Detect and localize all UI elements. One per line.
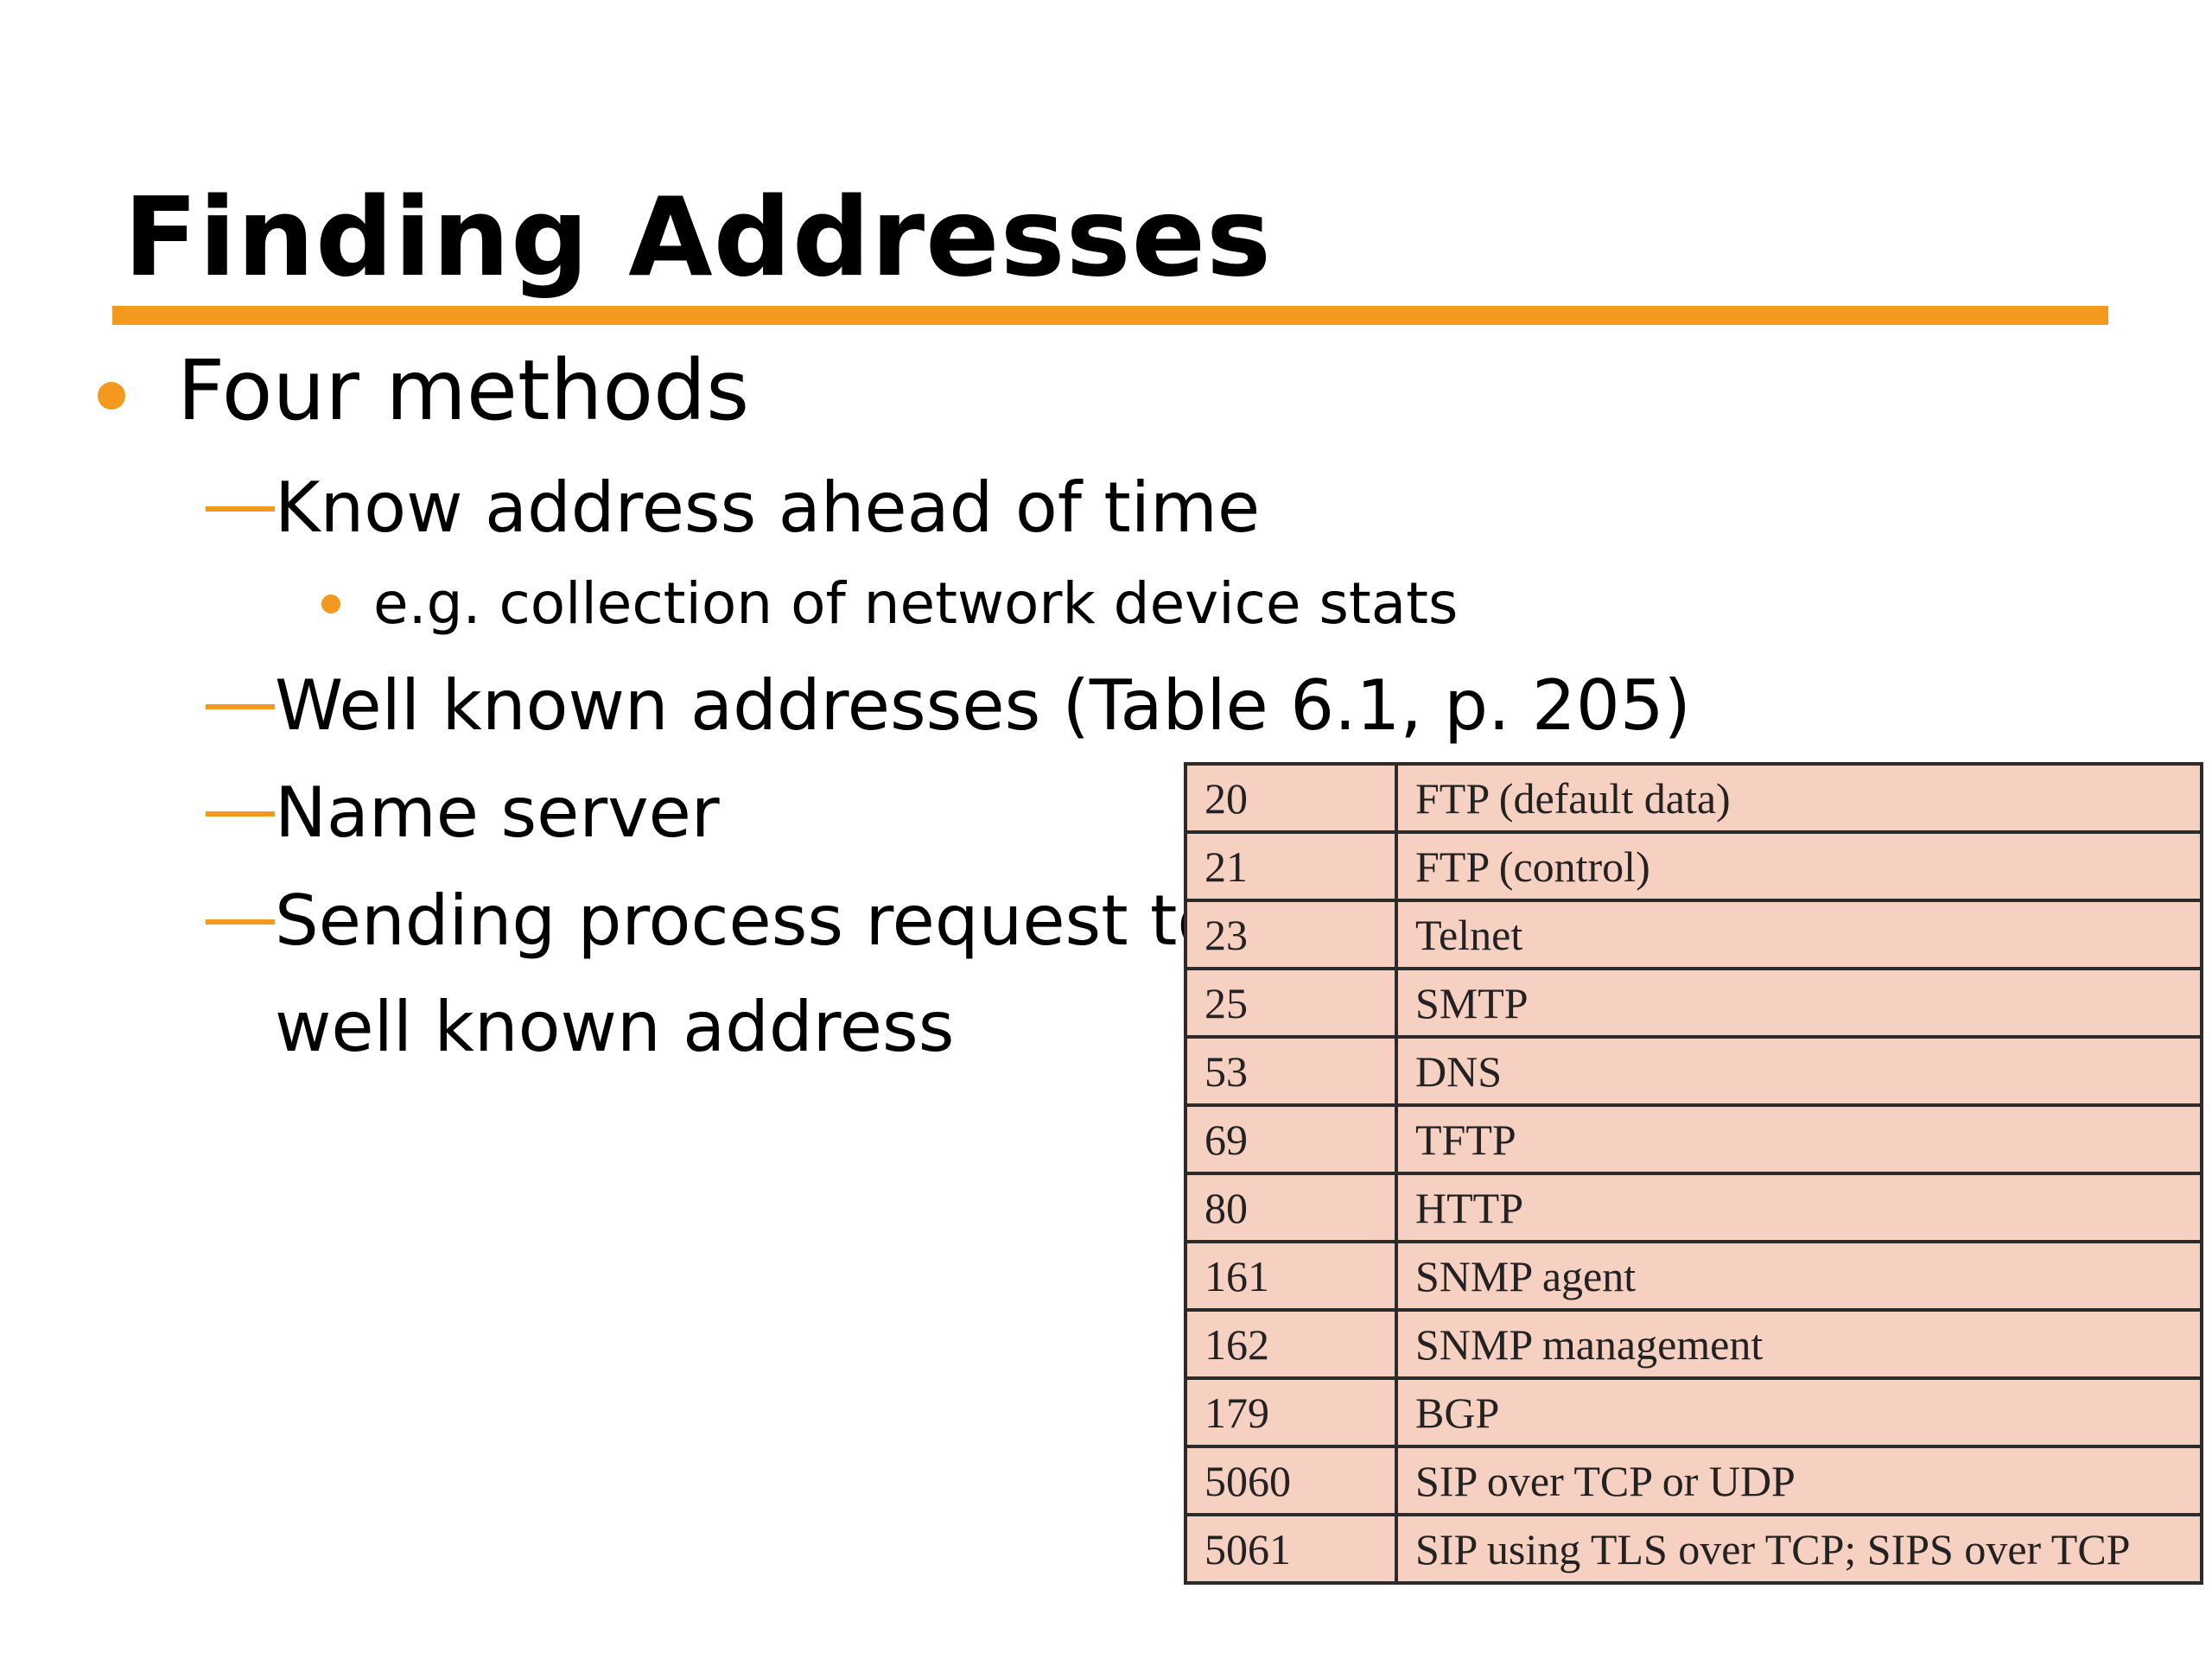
port-cell: 25	[1184, 967, 1398, 1039]
sub-bullet-dot-icon	[321, 594, 340, 613]
port-cell: 20	[1184, 762, 1398, 834]
title-underline	[112, 306, 2108, 325]
item-name-server: Name server	[275, 772, 720, 853]
bullet-four-methods: Four methods	[177, 342, 750, 439]
service-cell: SIP using TLS over TCP; SIPS over TCP	[1395, 1513, 2203, 1585]
service-cell: SIP over TCP or UDP	[1395, 1445, 2203, 1516]
sub-item-example: e.g. collection of network device stats	[373, 570, 1459, 637]
service-cell: SNMP agent	[1395, 1240, 2203, 1312]
port-cell: 161	[1184, 1240, 1398, 1312]
service-cell: TFTP	[1395, 1103, 2203, 1175]
service-cell: FTP (control)	[1395, 830, 2203, 902]
port-cell: 5061	[1184, 1513, 1398, 1585]
service-cell: FTP (default data)	[1395, 762, 2203, 834]
service-cell: DNS	[1395, 1035, 2203, 1107]
service-cell: Telnet	[1395, 899, 2203, 970]
slide-title: Finding Addresses	[124, 174, 1273, 301]
service-cell: SMTP	[1395, 967, 2203, 1039]
item-sending-process-line2: well known address	[275, 987, 955, 1067]
port-cell: 162	[1184, 1308, 1398, 1380]
port-cell: 23	[1184, 899, 1398, 970]
service-cell: BGP	[1395, 1376, 2203, 1448]
dash-icon	[206, 919, 275, 925]
service-cell: HTTP	[1395, 1172, 2203, 1243]
port-cell: 80	[1184, 1172, 1398, 1243]
port-cell: 69	[1184, 1103, 1398, 1175]
dash-icon	[206, 506, 275, 512]
bullet-dot-icon	[98, 382, 125, 410]
dash-icon	[206, 704, 275, 709]
port-cell: 179	[1184, 1376, 1398, 1448]
item-know-address: Know address ahead of time	[275, 467, 1261, 548]
dash-icon	[206, 811, 275, 817]
service-cell: SNMP management	[1395, 1308, 2203, 1380]
port-cell: 21	[1184, 830, 1398, 902]
item-well-known: Well known addresses (Table 6.1, p. 205)	[275, 665, 1691, 746]
port-cell: 53	[1184, 1035, 1398, 1107]
item-sending-process-line1: Sending process request to	[275, 880, 1220, 961]
port-cell: 5060	[1184, 1445, 1398, 1516]
